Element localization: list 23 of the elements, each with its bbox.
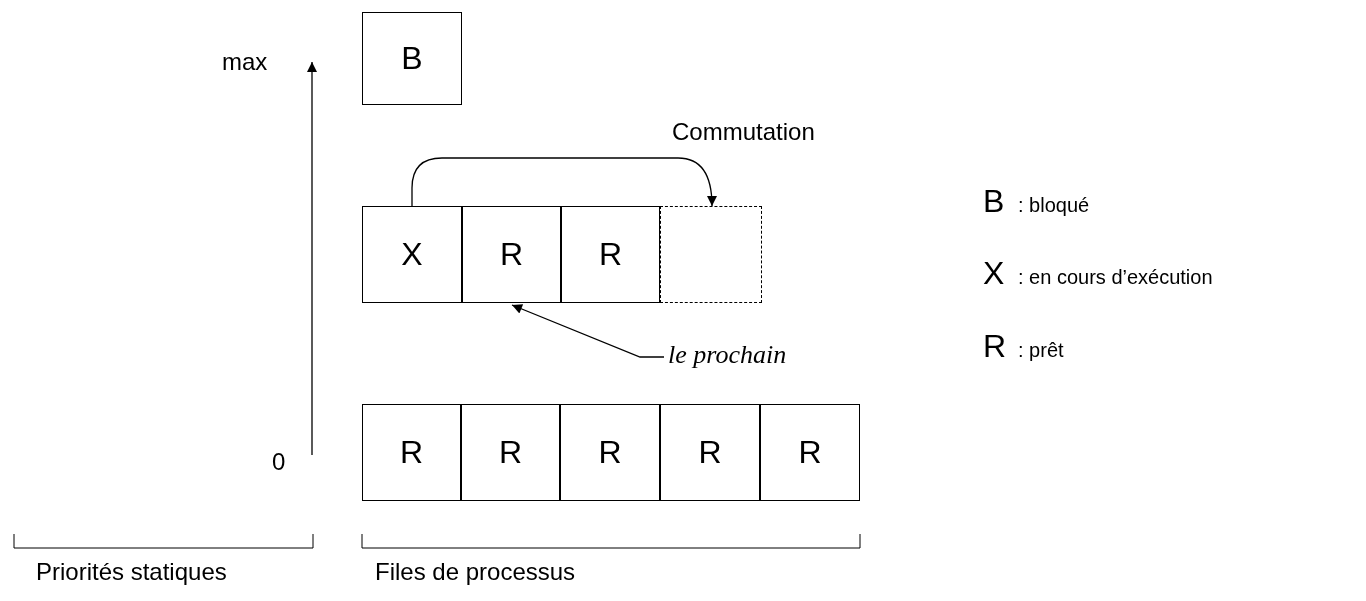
process-cell: R [560, 404, 660, 501]
legend-text: : bloqué [1018, 194, 1090, 217]
legend-symbol: X [983, 255, 1005, 292]
axis-label: 0 [272, 448, 286, 476]
edge-label: Commutation [672, 118, 815, 146]
process-cell: R [362, 404, 461, 501]
legend-text: : en cours d’exécution [1018, 266, 1213, 289]
legend-symbol: B [983, 183, 1005, 220]
annotation-text: le prochain [668, 340, 787, 370]
arrow [511, 304, 665, 358]
process-cell: X [362, 206, 462, 303]
process-cell: R [461, 404, 560, 501]
process-cell: R [462, 206, 561, 303]
process-cell: B [362, 12, 462, 105]
process-cell: R [760, 404, 860, 501]
arrow [411, 157, 717, 207]
process-cell: R [660, 404, 760, 501]
bracket-label: Files de processus [375, 558, 576, 586]
axis-label: max [222, 48, 268, 76]
process-cell: R [561, 206, 660, 303]
bracket-label: Priorités statiques [36, 558, 227, 586]
legend-symbol: R [983, 328, 1007, 365]
legend-text: : prêt [1018, 339, 1064, 362]
